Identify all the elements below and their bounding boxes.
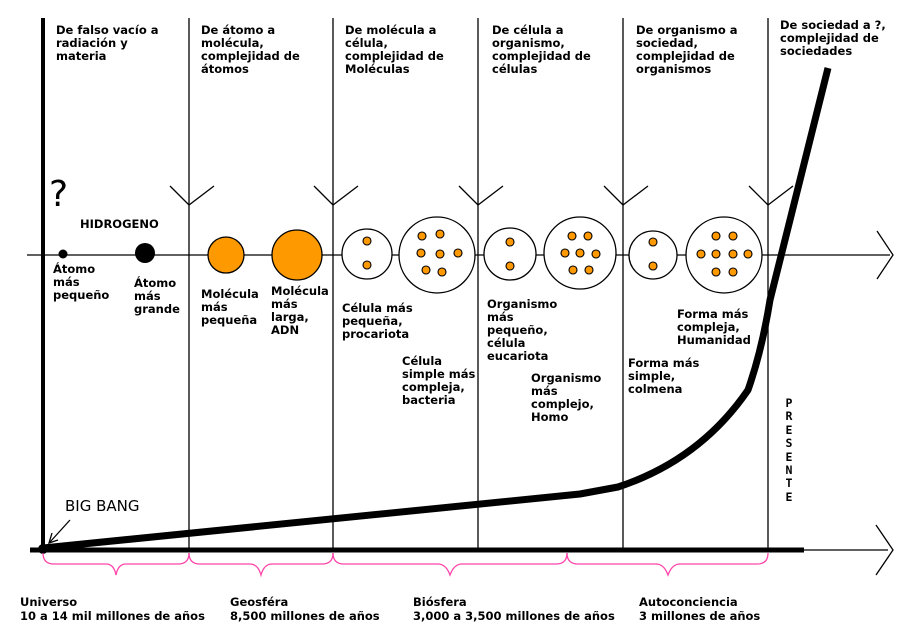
- nucleus-dot: [437, 267, 447, 277]
- small-molecule: [207, 236, 245, 274]
- big-bang-arrowhead: [48, 532, 59, 545]
- era-title-4: De célula a organismo, complejidad de cé…: [492, 23, 591, 76]
- prokaryote-cell: [341, 228, 393, 280]
- big-bang-label: BIG BANG: [65, 497, 140, 515]
- nucleus-dot: [417, 231, 427, 241]
- nucleus-dot: [505, 261, 515, 271]
- chevron-4: [603, 185, 649, 206]
- nucleus-dot: [648, 237, 658, 247]
- nucleus-dot: [575, 248, 585, 258]
- nucleus-dot: [743, 249, 753, 259]
- nucleus-dot: [362, 236, 372, 246]
- nucleus-dot: [421, 265, 431, 275]
- brace-biosfera: [332, 552, 568, 577]
- era-title-1: De falso vacío a radiación y materia: [56, 23, 159, 63]
- period-name-autoconciencia: Autoconciencia: [639, 595, 738, 609]
- nucleus-dot: [435, 249, 445, 259]
- eukaryote-organism: [483, 227, 537, 281]
- label-society-simple: Forma más simple, colmena: [628, 356, 700, 396]
- nucleus-dot: [711, 231, 721, 241]
- nucleus-dot: [505, 237, 515, 247]
- colony-society: [628, 230, 678, 280]
- period-duration-biosfera: 3,000 a 3,500 millones de años: [413, 609, 615, 623]
- present-label: PRESENTE: [785, 396, 793, 504]
- era-title-2: De átomo a molécula, complejidad de átom…: [201, 23, 300, 76]
- nucleus-dot: [560, 248, 570, 258]
- chevron-5: [748, 185, 794, 206]
- humanity-society: [685, 216, 763, 294]
- nucleus-dot: [591, 249, 601, 259]
- brace-universo: [42, 552, 190, 576]
- large-molecule: [271, 229, 323, 281]
- nucleus-dot: [567, 231, 577, 241]
- nucleus-dot: [416, 248, 426, 258]
- label-molecule-large: Molécula más larga, ADN: [271, 284, 329, 337]
- label-society-complex: Forma más compleja, Humanidad: [677, 307, 751, 347]
- chevron-1: [169, 185, 215, 206]
- nucleus-dot: [583, 231, 593, 241]
- nucleus-dot: [568, 265, 578, 275]
- nucleus-dot: [711, 267, 721, 277]
- complexity-curve: [42, 67, 832, 552]
- nucleus-dot: [453, 248, 463, 258]
- period-name-geosfera: Geosféra: [230, 595, 289, 609]
- brace-geosfera: [188, 552, 334, 578]
- big-bang-point: [38, 544, 48, 554]
- brace-autoconciencia: [566, 552, 769, 577]
- period-duration-geosfera: 8,500 millones de años: [230, 609, 380, 623]
- big-bang-arrow-shaft: [49, 519, 71, 543]
- label-molecule-small: Molécula más pequeña: [201, 287, 259, 327]
- period-duration-universo: 10 a 14 mil millones de años: [20, 609, 205, 623]
- era-title-5: De organismo a sociedad, complejidad de …: [636, 23, 738, 76]
- nucleus-dot: [711, 249, 721, 259]
- label-organism-complex: Organismo más complejo, Homo: [531, 371, 602, 424]
- label-atom-large: Átomo más grande: [134, 276, 180, 316]
- label-atom-small: Átomo más pequeño: [53, 262, 110, 302]
- nucleus-dot: [362, 260, 372, 270]
- nucleus-dot: [435, 229, 445, 239]
- nucleus-dot: [728, 267, 738, 277]
- era-title-3: De molécula a célula, complejidad de Mol…: [345, 23, 444, 76]
- period-braces: [42, 552, 769, 578]
- era-dividers: [188, 18, 769, 552]
- large-atom: [135, 243, 155, 263]
- question-mark: ?: [49, 174, 69, 215]
- label-cell-complex: Célula simple más compleja, bacteria: [402, 354, 476, 407]
- label-organism-small: Organismo más pequeño, célula eucariota: [487, 297, 558, 363]
- nucleus-dot: [728, 231, 738, 241]
- label-cell-small: Célula más pequeña, procariota: [342, 301, 413, 341]
- era-title-6: De sociedad a ?, complejidad de sociedad…: [780, 18, 886, 58]
- chevron-2: [313, 185, 359, 206]
- middle-axis-arrowhead: [876, 230, 894, 280]
- chevron-3: [458, 185, 504, 206]
- small-atom: [58, 249, 68, 259]
- bottom-axis-arrowhead: [875, 524, 894, 576]
- transition-chevrons: [169, 185, 794, 206]
- nucleus-dot: [696, 249, 706, 259]
- nuclei-dots: [362, 229, 753, 277]
- period-duration-autoconciencia: 3 millones de años: [639, 609, 761, 623]
- nucleus-dot: [648, 261, 658, 271]
- hydrogen-label: HIDROGENO: [80, 217, 159, 231]
- period-name-biosfera: Biósfera: [413, 595, 467, 609]
- period-name-universo: Universo: [20, 595, 78, 609]
- nucleus-dot: [584, 265, 594, 275]
- nucleus-dot: [728, 249, 738, 259]
